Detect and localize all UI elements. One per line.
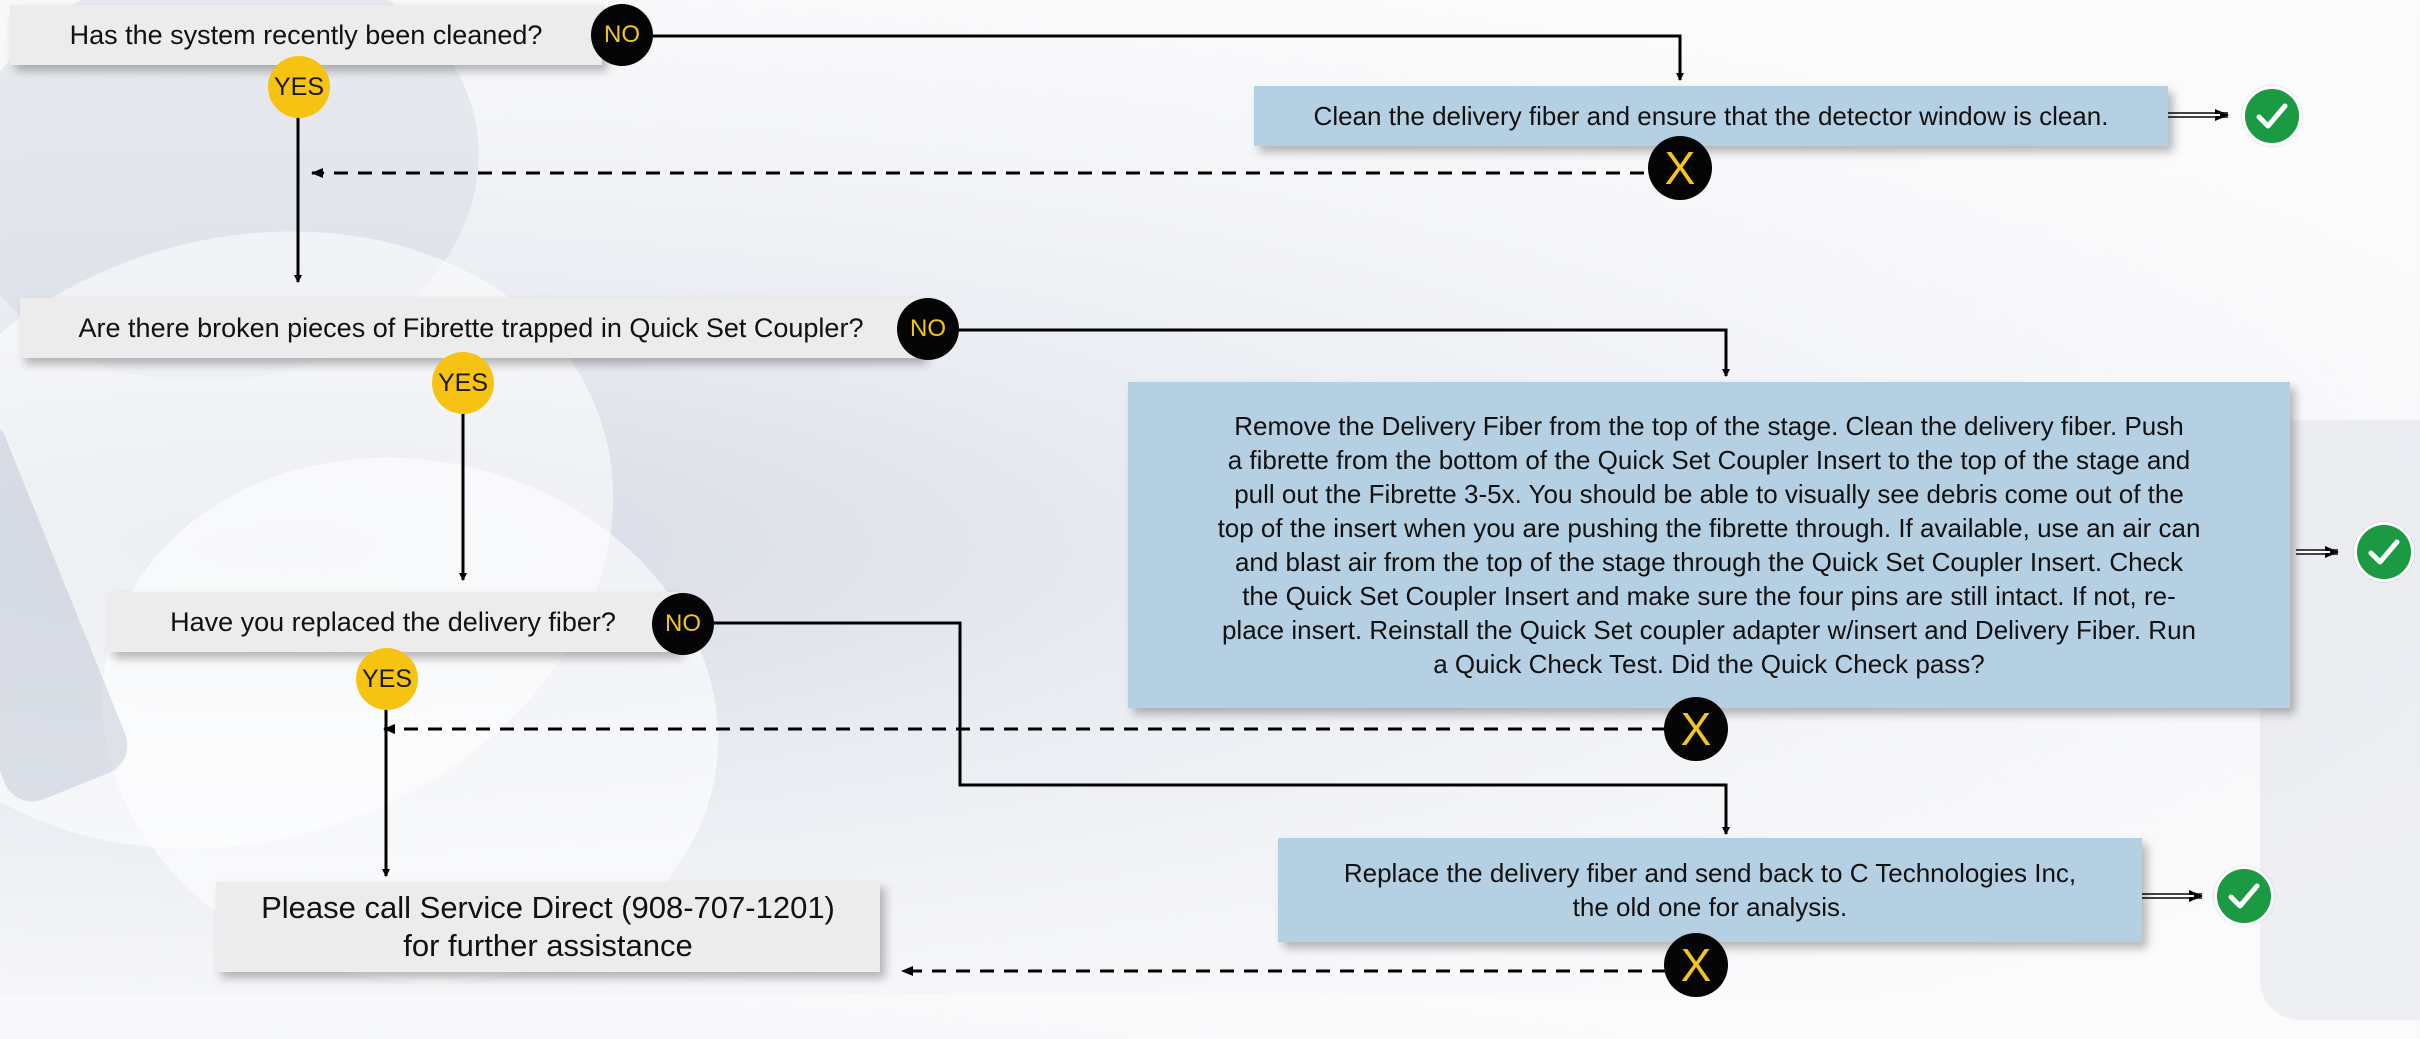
action-replace-delivery-fiber: Replace the delivery fiber and send back… — [1278, 838, 2142, 942]
yes-badge: YES — [268, 56, 330, 118]
question-replaced-fiber: Have you replaced the delivery fiber? — [108, 592, 678, 652]
flow-connectors — [294, 34, 2339, 976]
action-remove-delivery-fiber: Remove the Delivery Fiber from the top o… — [1128, 382, 2290, 708]
fail-x-icon: X — [1664, 933, 1728, 997]
connector-q1-no — [652, 34, 1684, 81]
check-circle-icon — [2354, 522, 2414, 582]
connector-q2-no — [958, 328, 1730, 377]
action-clean-fiber: Clean the delivery fiber and ensure that… — [1254, 86, 2168, 146]
question-system-cleaned: Has the system recently been cleaned? — [10, 5, 602, 65]
check-circle-icon — [2214, 866, 2274, 926]
fail-x-icon: X — [1664, 697, 1728, 761]
final-call-service: Please call Service Direct (908-707-1201… — [216, 882, 880, 972]
yes-badge: YES — [432, 352, 494, 414]
no-badge: NO — [897, 298, 959, 360]
question-broken-fibrette: Are there broken pieces of Fibrette trap… — [20, 298, 922, 358]
fail-x-icon: X — [1648, 136, 1712, 200]
check-circle-icon — [2242, 86, 2302, 146]
no-badge: NO — [652, 593, 714, 655]
connector-q3-no — [712, 621, 1730, 835]
yes-badge: YES — [356, 648, 418, 710]
no-badge: NO — [591, 4, 653, 66]
